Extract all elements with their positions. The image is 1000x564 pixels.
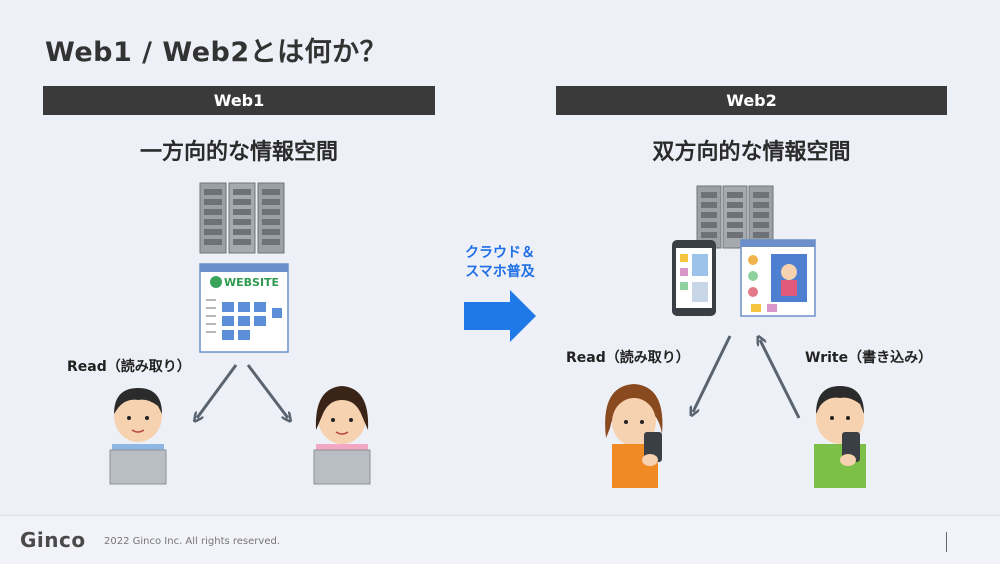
transition-arrow-icon [464, 290, 536, 342]
server-icon [199, 182, 285, 254]
web2-read-label: Read（読み取り） [566, 350, 690, 366]
ginco-logo: Ginco [20, 528, 86, 552]
website-logo-text: WEBSITE [224, 276, 279, 289]
read-arrow-left [197, 364, 238, 418]
web1-header: Web1 [43, 86, 435, 115]
web2-subtitle: 双方向的な情報空間 [652, 140, 851, 165]
website-window-icon: WEBSITE [199, 263, 289, 353]
web2-header: Web2 [556, 86, 947, 115]
footer: Ginco 2022 Ginco Inc. All rights reserve… [0, 515, 1000, 564]
read-arrow-right [246, 364, 288, 418]
server-icon-web2 [696, 185, 774, 249]
girl-phone-icon [605, 384, 663, 488]
web1-subtitle: 一方向的な情報空間 [139, 140, 338, 165]
web1-read-label: Read（読み取り） [67, 359, 191, 375]
web2-write-label: Write（書き込み） [805, 350, 933, 366]
boy-phone-icon [814, 386, 866, 488]
social-page-icon [740, 239, 816, 317]
smartphone-icon [672, 240, 716, 316]
boy-laptop-icon [109, 388, 167, 485]
transition-note: クラウド＆ スマホ普及 [450, 244, 550, 282]
page-separator [946, 532, 947, 552]
copyright-text: 2022 Ginco Inc. All rights reserved. [104, 536, 281, 547]
girl-laptop-icon [313, 386, 371, 485]
slide-title: Web1 / Web2とは何か？ [45, 37, 388, 68]
illustration-canvas: WEBSITE [109, 182, 866, 488]
transition-line-1: クラウド＆ [465, 245, 535, 261]
write-arrow-web2 [760, 340, 801, 419]
read-arrow-web2 [693, 335, 732, 412]
transition-line-2: スマホ普及 [465, 264, 535, 280]
